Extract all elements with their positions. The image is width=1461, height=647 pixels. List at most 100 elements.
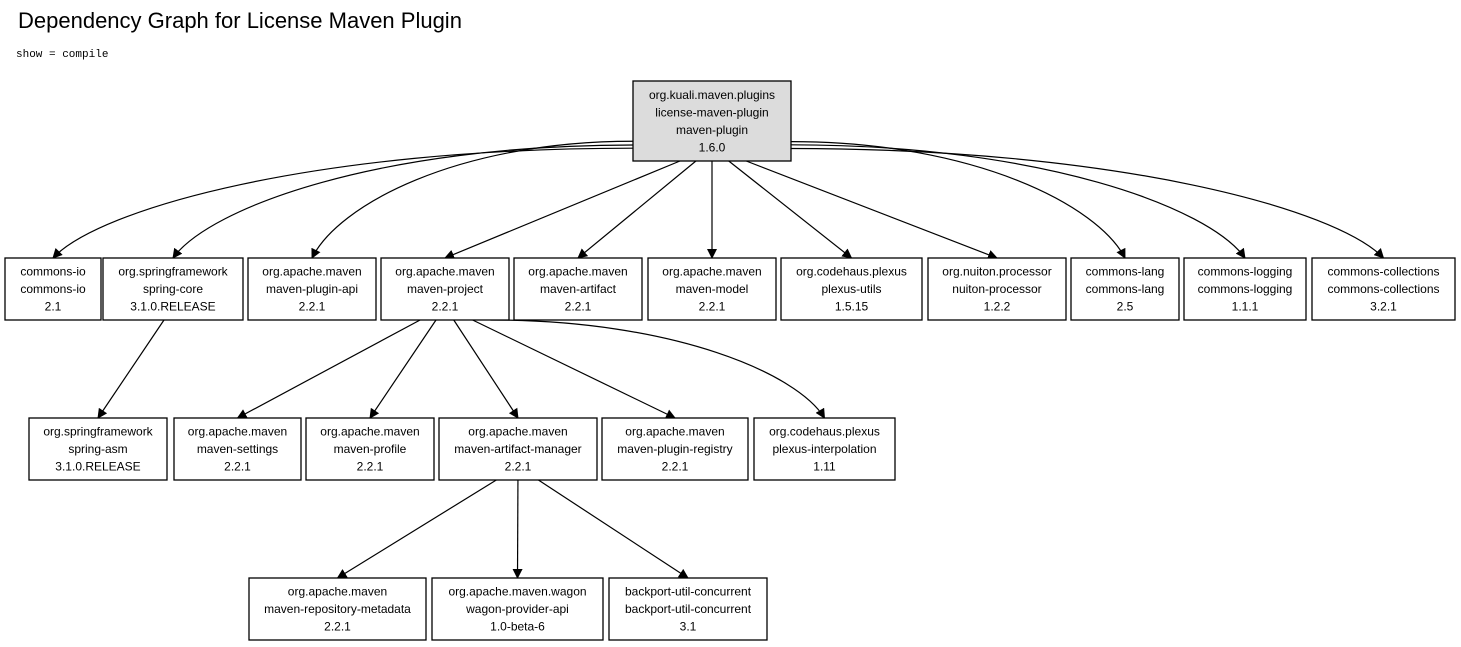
node-label-line: maven-model — [676, 282, 749, 296]
edge-root-to-commons-io — [52, 147, 634, 259]
node-box — [4, 257, 102, 321]
node-box — [380, 257, 510, 321]
node-label-line: org.kuali.maven.plugins — [649, 88, 775, 102]
edge-maven-artifact-manager-to-maven-repository-metadata — [336, 479, 497, 579]
node-label-line: maven-repository-metadata — [264, 602, 411, 616]
node-box — [632, 80, 792, 162]
edge-maven-project-to-plexus-interpolation — [490, 319, 826, 419]
node-label-line: org.apache.maven — [288, 585, 387, 599]
edge-maven-project-to-maven-settings — [236, 319, 421, 419]
edge-root-to-nuiton-processor — [745, 160, 998, 260]
node-maven-repository-metadata: org.apache.maven maven-repository-metadat… — [248, 577, 427, 641]
scope-filter-label: show = compile — [16, 49, 109, 61]
edge-root-to-commons-logging — [790, 144, 1246, 259]
node-box — [431, 577, 604, 641]
edge-maven-project-to-maven-profile — [369, 319, 437, 419]
node-maven-model: org.apache.maven maven-model 2.2.1 — [647, 257, 777, 321]
node-label-line: 3.1.0.RELEASE — [55, 460, 140, 474]
node-maven-plugin-registry: org.apache.maven maven-plugin-registry 2.2… — [601, 417, 749, 481]
edge-root-to-maven-project — [444, 160, 681, 260]
edge-root-to-spring-core — [172, 144, 634, 259]
node-label-line: plexus-utils — [821, 282, 881, 296]
nodes: org.kuali.maven.plugins license-maven-plu… — [4, 80, 1456, 641]
node-label-line: 2.2.1 — [357, 460, 384, 474]
node-label-line: maven-settings — [197, 442, 278, 456]
node-label-line: maven-plugin-api — [266, 282, 358, 296]
node-label-line: backport-util-concurrent — [625, 585, 752, 599]
node-box — [1183, 257, 1307, 321]
node-box — [780, 257, 923, 321]
node-label-line: 2.2.1 — [224, 460, 251, 474]
node-label-line: spring-core — [143, 282, 203, 296]
node-label-line: org.apache.maven — [662, 265, 761, 279]
node-label-line: 1.11 — [813, 460, 836, 474]
node-label-line: org.nuiton.processor — [942, 265, 1051, 279]
node-label-line: 1.2.2 — [984, 300, 1011, 314]
node-label-line: 2.2.1 — [432, 300, 459, 314]
node-plexus-interpolation: org.codehaus.plexusplexus-interpolation1… — [753, 417, 896, 481]
edge-root-to-maven-artifact — [577, 160, 697, 259]
node-label-line: org.apache.maven — [625, 425, 724, 439]
node-label-line: maven-plugin-registry — [617, 442, 732, 456]
node-label-line: maven-profile — [334, 442, 407, 456]
node-label-line: org.apache.maven — [395, 265, 494, 279]
node-box — [927, 257, 1067, 321]
node-label-line: org.apache.maven — [528, 265, 627, 279]
node-box — [438, 417, 598, 481]
node-maven-artifact-manager: org.apache.mavenmaven-artifact-manager2.… — [438, 417, 598, 481]
node-box — [753, 417, 896, 481]
node-label-line: 2.2.1 — [505, 460, 532, 474]
node-label-line: license-maven-plugin — [655, 105, 768, 119]
node-label-line: 2.2.1 — [324, 620, 351, 634]
node-box — [248, 577, 427, 641]
node-label-line: 2.2.1 — [565, 300, 592, 314]
node-spring-core: org.springframework spring-core 3.1.0.RELE… — [102, 257, 244, 321]
node-label-line: 3.1.0.RELEASE — [130, 300, 215, 314]
node-label-line: 2.2.1 — [699, 300, 726, 314]
node-label-line: maven-project — [407, 282, 484, 296]
node-label-line: org.springframework — [118, 265, 228, 279]
node-label-line: 1.0-beta-6 — [490, 620, 545, 634]
node-label-line: org.springframework — [43, 425, 153, 439]
node-nuiton-processor: org.nuiton.processornuiton-processor1.2.… — [927, 257, 1067, 321]
node-label-line: commons-collections — [1327, 282, 1439, 296]
node-label-line: commons-lang — [1086, 282, 1165, 296]
page-title: Dependency Graph for License Maven Plugi… — [18, 8, 462, 33]
edge-root-to-maven-plugin-api — [311, 140, 634, 259]
node-label-line: commons-collections — [1327, 265, 1439, 279]
node-commons-collections: commons-collections commons-collections 3.… — [1311, 257, 1456, 321]
edge-maven-project-to-maven-plugin-registry — [472, 319, 676, 419]
node-box — [102, 257, 244, 321]
node-label-line: 1.6.0 — [699, 140, 726, 154]
node-spring-asm: org.springframework spring-asm 3.1.0.RELEA… — [28, 417, 168, 481]
node-box — [601, 417, 749, 481]
node-label-line: org.apache.maven — [188, 425, 287, 439]
node-label-line: org.apache.maven — [320, 425, 419, 439]
node-label-line: 2.2.1 — [662, 460, 689, 474]
node-wagon-provider-api: org.apache.maven.wagonwagon-provider-api… — [431, 577, 604, 641]
node-label-line: 2.1 — [45, 300, 62, 314]
edge-maven-project-to-maven-artifact-manager — [453, 319, 519, 419]
node-label-line: commons-logging — [1198, 282, 1293, 296]
node-box — [1070, 257, 1180, 321]
node-box — [608, 577, 768, 641]
node-label-line: maven-plugin — [676, 123, 748, 137]
node-maven-settings: org.apache.maven maven-settings 2.2.1 — [173, 417, 302, 481]
node-label-line: spring-asm — [68, 442, 127, 456]
edge-spring-core-to-spring-asm — [97, 319, 165, 419]
node-label-line: org.codehaus.plexus — [796, 265, 907, 279]
edge-maven-artifact-manager-to-backport-util-concurrent — [538, 479, 689, 579]
node-label-line: 2.5 — [1117, 300, 1134, 314]
node-label-line: 3.2.1 — [1370, 300, 1397, 314]
node-box — [28, 417, 168, 481]
node-box — [647, 257, 777, 321]
node-label-line: org.apache.maven — [262, 265, 361, 279]
node-box — [1311, 257, 1456, 321]
edge-root-to-plexus-utils — [728, 160, 853, 259]
